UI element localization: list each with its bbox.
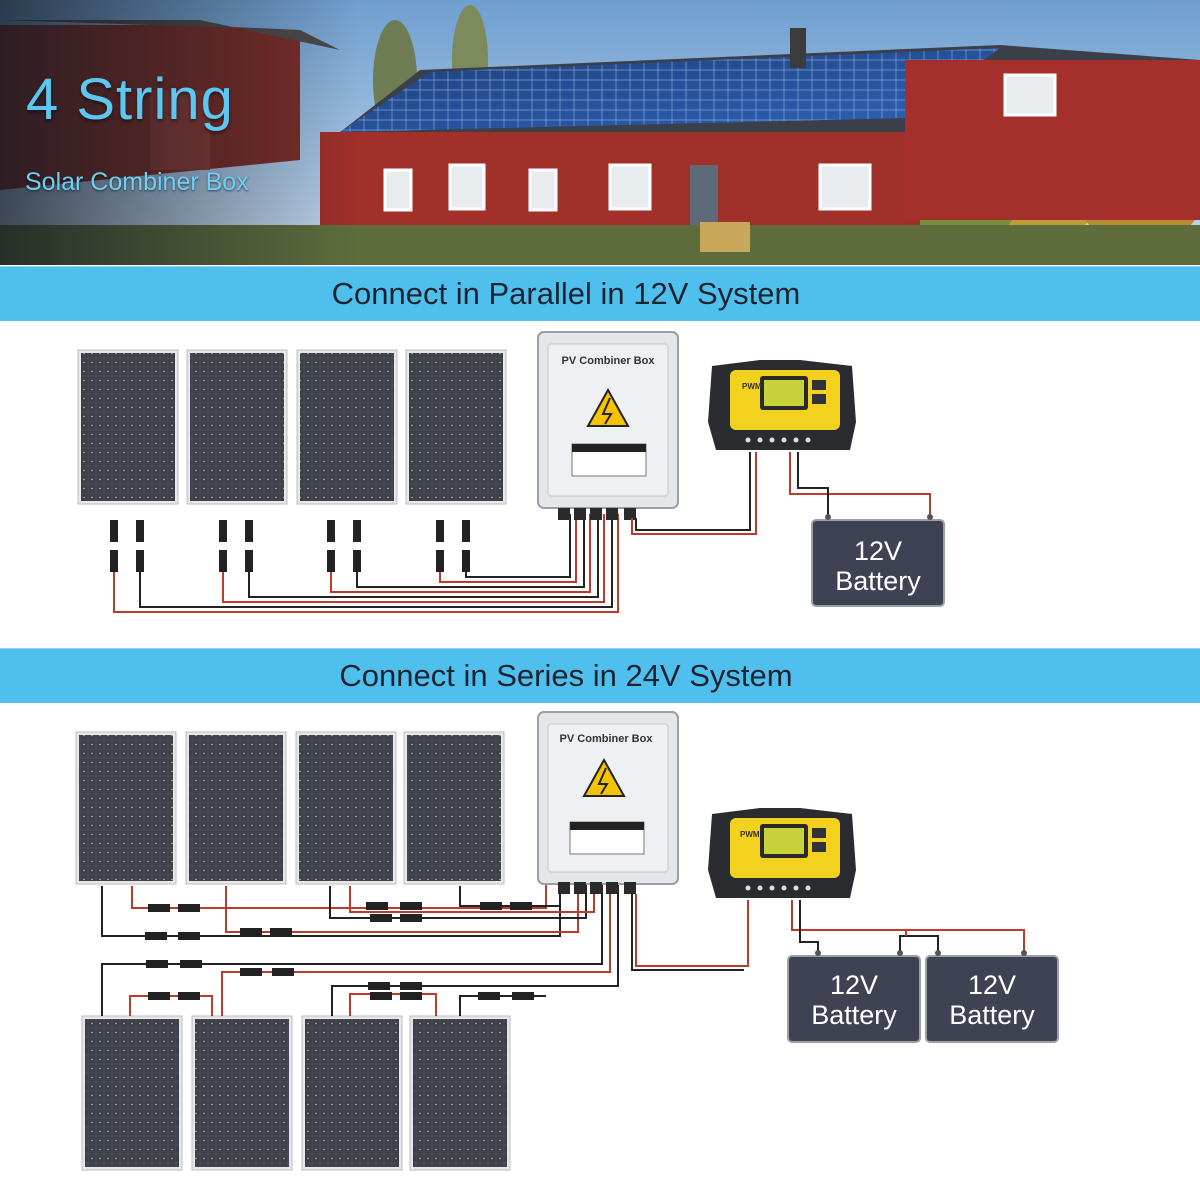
battery: 12V Battery [787,950,921,1043]
solar-panel [75,731,177,885]
section-banner-parallel: Connect in Parallel in 12V System [0,266,1200,321]
solar-panel [296,349,398,505]
solar-panel [403,731,505,885]
solar-panel [81,1015,183,1171]
solar-panel-group-top [75,731,505,885]
battery-voltage: 12V [854,536,902,566]
battery-label: Battery [949,1000,1035,1030]
hero-photo: 4 String Solar Combiner Box [0,0,1200,265]
solar-panel-group [77,349,507,505]
battery-label: Battery [835,566,921,596]
mc4-connectors [110,520,470,572]
solar-panel-group-bottom [81,1015,511,1171]
panel-wires [113,514,619,613]
mc4-connectors [145,902,534,1000]
series-diagram-svg: PV Combiner Box PWM 12V Battery [75,711,1059,1171]
solar-panel [405,349,507,505]
hero-title: 4 String [26,67,234,132]
parallel-wiring-diagram: PV Combiner Box PWM 12V Battery [0,322,1200,647]
combiner-box-label: PV Combiner Box [562,355,656,367]
solar-panel [301,1015,403,1171]
series-wiring-diagram: PV Combiner Box PWM 12V Battery [0,704,1200,1200]
pwm-charge-controller: PWM [708,808,856,898]
parallel-diagram-svg: PV Combiner Box PWM 12V Battery [77,331,945,613]
combiner-box-label: PV Combiner Box [560,733,654,745]
solar-panel [295,731,397,885]
battery: 12V Battery [811,514,945,607]
pwm-charge-controller: PWM [708,360,856,450]
battery-voltage: 12V [830,970,878,1000]
farmhouse-scene [0,0,1200,265]
section-heading-series: Connect in Series in 24V System [339,658,793,693]
solar-panel [77,349,179,505]
pv-combiner-box: PV Combiner Box [537,711,679,894]
battery-voltage: 12V [968,970,1016,1000]
section-heading-parallel: Connect in Parallel in 12V System [331,276,801,311]
battery-label: Battery [811,1000,897,1030]
pv-combiner-box: PV Combiner Box [537,331,679,520]
controller-wires [631,452,931,535]
controller-label: PWM [740,830,760,839]
solar-panel [191,1015,293,1171]
series-wires [101,884,619,1016]
controller-wires [631,894,1025,971]
solar-panel [185,731,287,885]
hero-subtitle: Solar Combiner Box [25,168,249,196]
solar-panel [409,1015,511,1171]
battery: 12V Battery [925,950,1059,1043]
solar-panel [186,349,288,505]
controller-label: PWM [742,382,762,391]
section-banner-series: Connect in Series in 24V System [0,648,1200,703]
